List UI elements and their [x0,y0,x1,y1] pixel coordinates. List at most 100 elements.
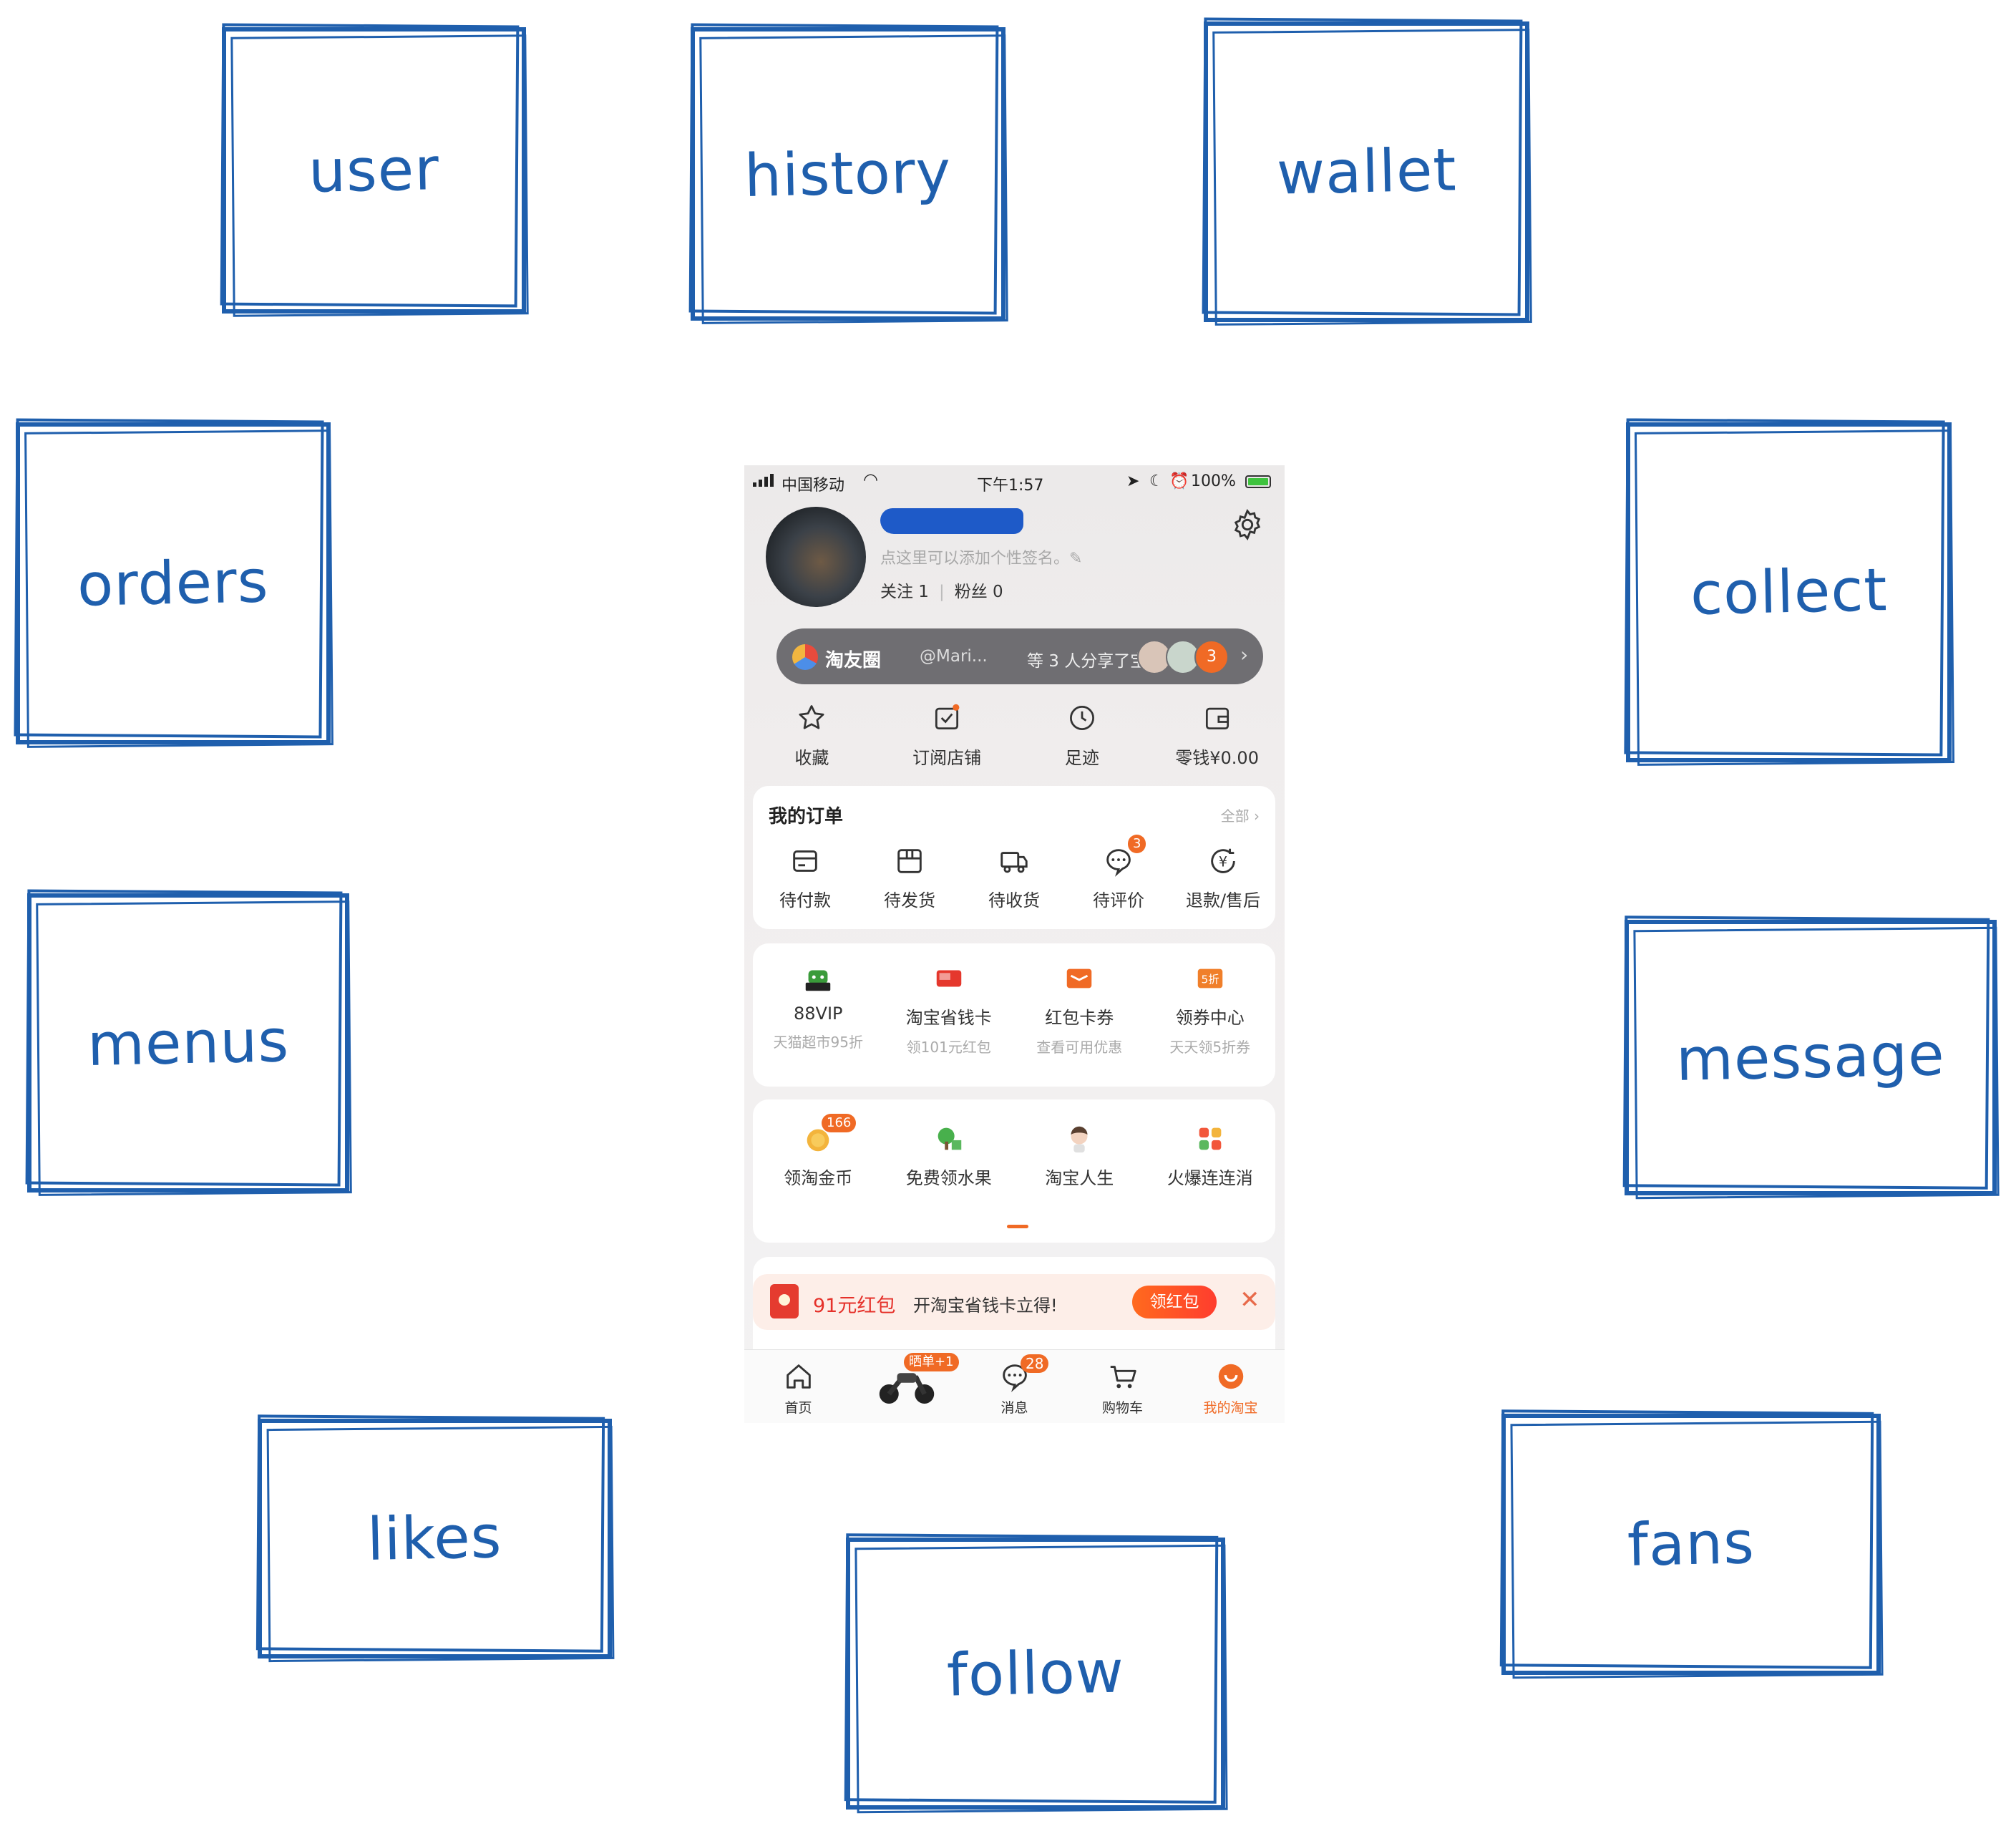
game-label: 淘宝人生 [1045,1168,1114,1188]
location-icon: ➤ [1126,472,1140,490]
orders-header: 我的订单 [769,806,844,827]
service-title: 领券中心 [1175,1008,1245,1028]
message-label: message [1675,1021,1946,1094]
coupon-icon [1067,968,1092,989]
hearts-blocks-icon [1199,1127,1222,1150]
order-label: 待付款 [779,890,831,910]
close-icon[interactable]: ✕ [1240,1286,1260,1314]
svg-text:5折: 5折 [1201,973,1219,986]
menus-box: menus [27,893,349,1193]
services-card: 88VIP 天猫超市95折 淘宝省钱卡 领101元红包 红包卡券 查看可用优惠 … [753,943,1275,1087]
service-title: 88VIP [793,1004,843,1024]
claim-red-packet-button[interactable]: 领红包 [1132,1286,1217,1318]
wallet-box: wallet [1204,21,1529,322]
chevron-right-icon: › [1240,643,1249,666]
order-label: 待收货 [988,890,1040,910]
history-box: history [691,27,1005,321]
fans-label: fans [1627,1509,1756,1580]
signature-text[interactable]: 点这里可以添加个性签名。✎ [880,550,1083,568]
orders-card: 我的订单 全部 › 待付款 待发货 待收货 3 待评价 ¥ 退款/售后 [753,786,1275,929]
message-count-badge: 28 [1021,1354,1049,1373]
fans-box: fans [1501,1414,1881,1675]
tab-home[interactable]: 首页 [744,1350,852,1423]
quick-label: 足迹 [1064,748,1099,768]
friend-circle-bar[interactable]: 淘友圈 @Mari... 等 3 人分享了宝贝 3 › [776,628,1263,684]
orders-label: orders [77,547,270,620]
promo-banner[interactable]: 91元红包 开淘宝省钱卡立得! 领红包 ✕ [753,1274,1275,1330]
clock-icon [1069,706,1094,730]
shop-check-icon [935,704,960,730]
tab-cart[interactable]: 购物车 [1068,1350,1177,1423]
game-gold-coins[interactable]: 166 领淘金币 [753,1114,884,1189]
gear-icon[interactable] [1231,508,1264,541]
service-subtitle: 领101元红包 [906,1039,991,1056]
friend-circle-mention: @Mari... [920,647,988,666]
red-packet-icon [770,1284,799,1318]
user-label: user [308,135,440,206]
service-subtitle: 天猫超市95折 [773,1034,863,1051]
following-count[interactable]: 关注 1 [880,583,929,601]
tab-promo[interactable]: 晒单+1 [852,1350,960,1423]
service-coupons[interactable]: 红包卡券 查看可用优惠 [1014,962,1145,1057]
motorcycle-icon [879,1373,934,1404]
alarm-icon: ⏰ [1169,472,1189,490]
friend-count-badge: 3 [1194,640,1229,674]
savings-card-icon [936,970,961,987]
game-free-fruit[interactable]: 免费领水果 [884,1122,1015,1189]
quick-subscribed-shops[interactable]: 订阅店铺 [880,698,1015,777]
refund-icon: ¥ [1211,848,1235,873]
game-taobao-life[interactable]: 淘宝人生 [1014,1122,1145,1189]
game-match-blast[interactable]: 火爆连连消 [1145,1122,1276,1189]
tab-label: 购物车 [1101,1400,1143,1416]
order-label: 退款/售后 [1185,890,1261,910]
star-icon [799,705,824,729]
orders-all-link[interactable]: 全部 › [1220,807,1260,825]
quick-label: 收藏 [794,748,829,768]
service-88vip[interactable]: 88VIP 天猫超市95折 [753,962,884,1057]
service-savings-card[interactable]: 淘宝省钱卡 领101元红包 [884,962,1015,1057]
review-count-badge: 3 [1128,835,1146,853]
tab-label: 我的淘宝 [1203,1400,1258,1416]
avatar[interactable] [766,507,866,607]
service-coupon-center[interactable]: 5折 领券中心 天天领5折券 [1145,962,1276,1057]
tab-messages[interactable]: 28 消息 [960,1350,1068,1423]
cart-icon [1110,1366,1136,1389]
order-to-pay[interactable]: 待付款 [753,845,857,911]
wifi-icon: ◠ [863,470,878,490]
user-box: user [222,27,526,314]
vip-robot-icon [806,970,831,991]
quick-collect[interactable]: 收藏 [744,698,880,777]
games-row: 166 领淘金币 免费领水果 淘宝人生 火爆连连消 [753,1114,1276,1189]
service-subtitle: 查看可用优惠 [1036,1039,1123,1056]
moon-icon: ☾ [1149,472,1164,490]
order-to-receive[interactable]: 待收货 [962,845,1066,911]
service-subtitle: 天天领5折券 [1169,1039,1251,1056]
gold-coin-icon [807,1129,829,1152]
service-title: 淘宝省钱卡 [905,1008,992,1028]
service-title: 红包卡券 [1045,1008,1114,1028]
services-row: 88VIP 天猫超市95折 淘宝省钱卡 领101元红包 红包卡券 查看可用优惠 … [753,962,1275,1057]
fans-count[interactable]: 粉丝 0 [954,583,1003,601]
quick-wallet[interactable]: 零钱¥0.00 [1149,698,1285,777]
order-refund[interactable]: ¥ 退款/售后 [1171,845,1275,911]
quick-label: 订阅店铺 [912,748,982,768]
moto-badge: 晒单+1 [904,1353,959,1371]
tab-label: 首页 [784,1400,812,1416]
message-box: message [1625,920,1997,1195]
quick-footprints[interactable]: 足迹 [1015,698,1150,777]
likes-box: likes [258,1419,612,1658]
order-to-review[interactable]: 3 待评价 [1066,835,1171,911]
carousel-indicator [1007,1225,1028,1228]
clock-label: 下午1:57 [977,477,1044,495]
character-avatar-icon [1071,1126,1088,1153]
battery-icon [1245,475,1271,488]
order-label: 待发货 [884,890,935,910]
promo-text: 开淘宝省钱卡立得! [913,1296,1058,1316]
my-taobao-icon [1218,1364,1243,1389]
promo-amount: 91元红包 [813,1295,896,1317]
tab-my-taobao[interactable]: 我的淘宝 [1177,1350,1285,1423]
tree-icon [938,1127,961,1150]
order-to-ship[interactable]: 待发货 [857,845,962,911]
box-icon [897,849,922,873]
redacted-username [880,508,1023,534]
